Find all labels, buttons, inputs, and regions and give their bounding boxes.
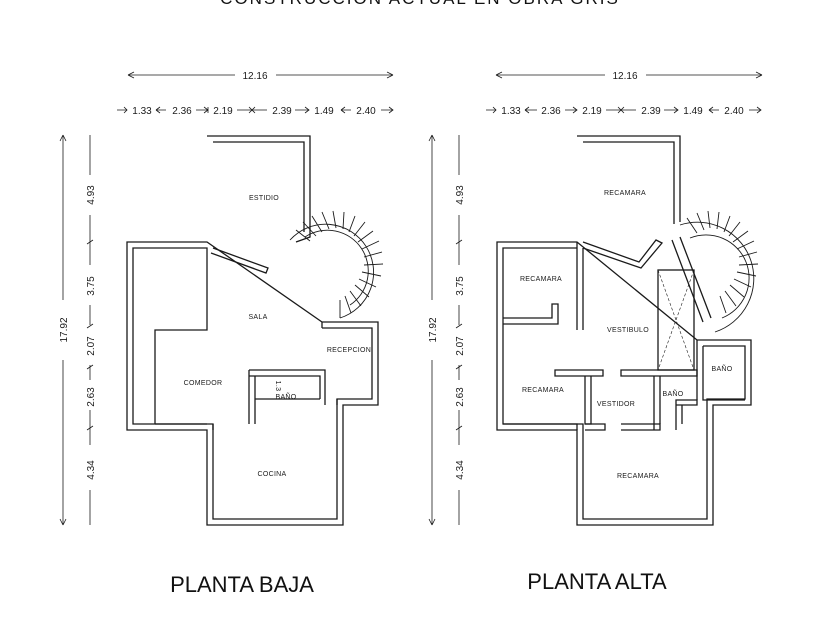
- partial-width-dimensions: 1.33 2.36 2.19 2.39 1.49 2.40: [117, 106, 394, 117]
- overall-height-label: 17.92: [428, 317, 439, 342]
- room-label-bano-2: BAÑO: [662, 389, 683, 398]
- overall-height-dimension: 17.92: [428, 134, 439, 526]
- height-label-1: 4.93: [86, 185, 97, 205]
- partial-width-dimensions: 1.33 2.36 2.19 2.39 1.49 2.40: [486, 106, 762, 117]
- room-label-cocina: COCINA: [257, 471, 286, 478]
- height-label-2: 3.75: [86, 276, 97, 296]
- width-label-3: 2.19: [582, 106, 602, 117]
- overall-height-dimension: 17.92: [59, 134, 70, 526]
- room-label-recamara-3: RECAMARA: [522, 387, 564, 394]
- width-label-5: 1.49: [314, 106, 334, 117]
- width-label-2: 2.36: [172, 106, 192, 117]
- room-label-bano-1: BAÑO: [711, 364, 732, 373]
- room-label-vestibulo: VESTIBULO: [607, 327, 649, 334]
- small-mark: 1.3: [274, 381, 281, 392]
- partial-height-dimensions: 4.93 3.75 2.07 2.63 4.34: [455, 135, 466, 525]
- plan-title-baja: PLANTA BAJA: [170, 572, 314, 597]
- height-label-5: 4.34: [455, 460, 466, 480]
- room-label-bano: BAÑO: [275, 392, 296, 401]
- walls-planta-baja: [126, 135, 379, 526]
- height-label-3: 2.07: [86, 336, 97, 356]
- room-label-estudio: ESTIDIO: [249, 195, 279, 202]
- width-label-2: 2.36: [541, 106, 561, 117]
- height-label-2: 3.75: [455, 276, 466, 296]
- sheet-header: CONSTRUCCION ACTUAL EN OBRA GRIS: [220, 0, 620, 8]
- height-label-1: 4.93: [455, 185, 466, 205]
- height-label-3: 2.07: [455, 336, 466, 356]
- width-label-4: 2.39: [641, 106, 661, 117]
- height-label-5: 4.34: [86, 460, 97, 480]
- room-label-vestidor: VESTIDOR: [597, 401, 635, 408]
- room-label-recamara-2: RECAMARA: [520, 276, 562, 283]
- room-label-recamara-1: RECAMARA: [604, 190, 646, 197]
- plan-planta-baja: 12.16 1.33 2.36 2.19 2.39 1.49 2.40 17.9…: [59, 71, 394, 597]
- width-label-3: 2.19: [213, 106, 233, 117]
- height-label-4: 2.63: [86, 387, 97, 407]
- width-label-4: 2.39: [272, 106, 292, 117]
- spiral-stair-alta: [671, 210, 759, 333]
- room-label-sala: SALA: [248, 314, 267, 321]
- overall-width-dimension: 12.16: [495, 71, 763, 82]
- walls-planta-alta: [496, 135, 752, 526]
- room-label-comedor: COMEDOR: [184, 380, 223, 387]
- overall-width-label: 12.16: [612, 71, 637, 82]
- width-label-5: 1.49: [683, 106, 703, 117]
- width-label-6: 2.40: [724, 106, 744, 117]
- spiral-stair-baja: [289, 210, 384, 319]
- room-label-recamara-4: RECAMARA: [617, 473, 659, 480]
- partial-height-dimensions: 4.93 3.75 2.07 2.63 4.34: [86, 135, 97, 525]
- width-label-1: 1.33: [501, 106, 521, 117]
- width-label-6: 2.40: [356, 106, 376, 117]
- plan-planta-alta: 12.16 1.33 2.36 2.19 2.39 1.49 2.40 17.9…: [428, 71, 763, 594]
- room-label-recepcion: RECEPCION: [327, 347, 371, 354]
- overall-height-label: 17.92: [59, 317, 70, 342]
- overall-width-label: 12.16: [242, 71, 267, 82]
- width-label-1: 1.33: [132, 106, 152, 117]
- height-label-4: 2.63: [455, 387, 466, 407]
- plan-title-alta: PLANTA ALTA: [527, 569, 667, 594]
- overall-width-dimension: 12.16: [127, 71, 394, 82]
